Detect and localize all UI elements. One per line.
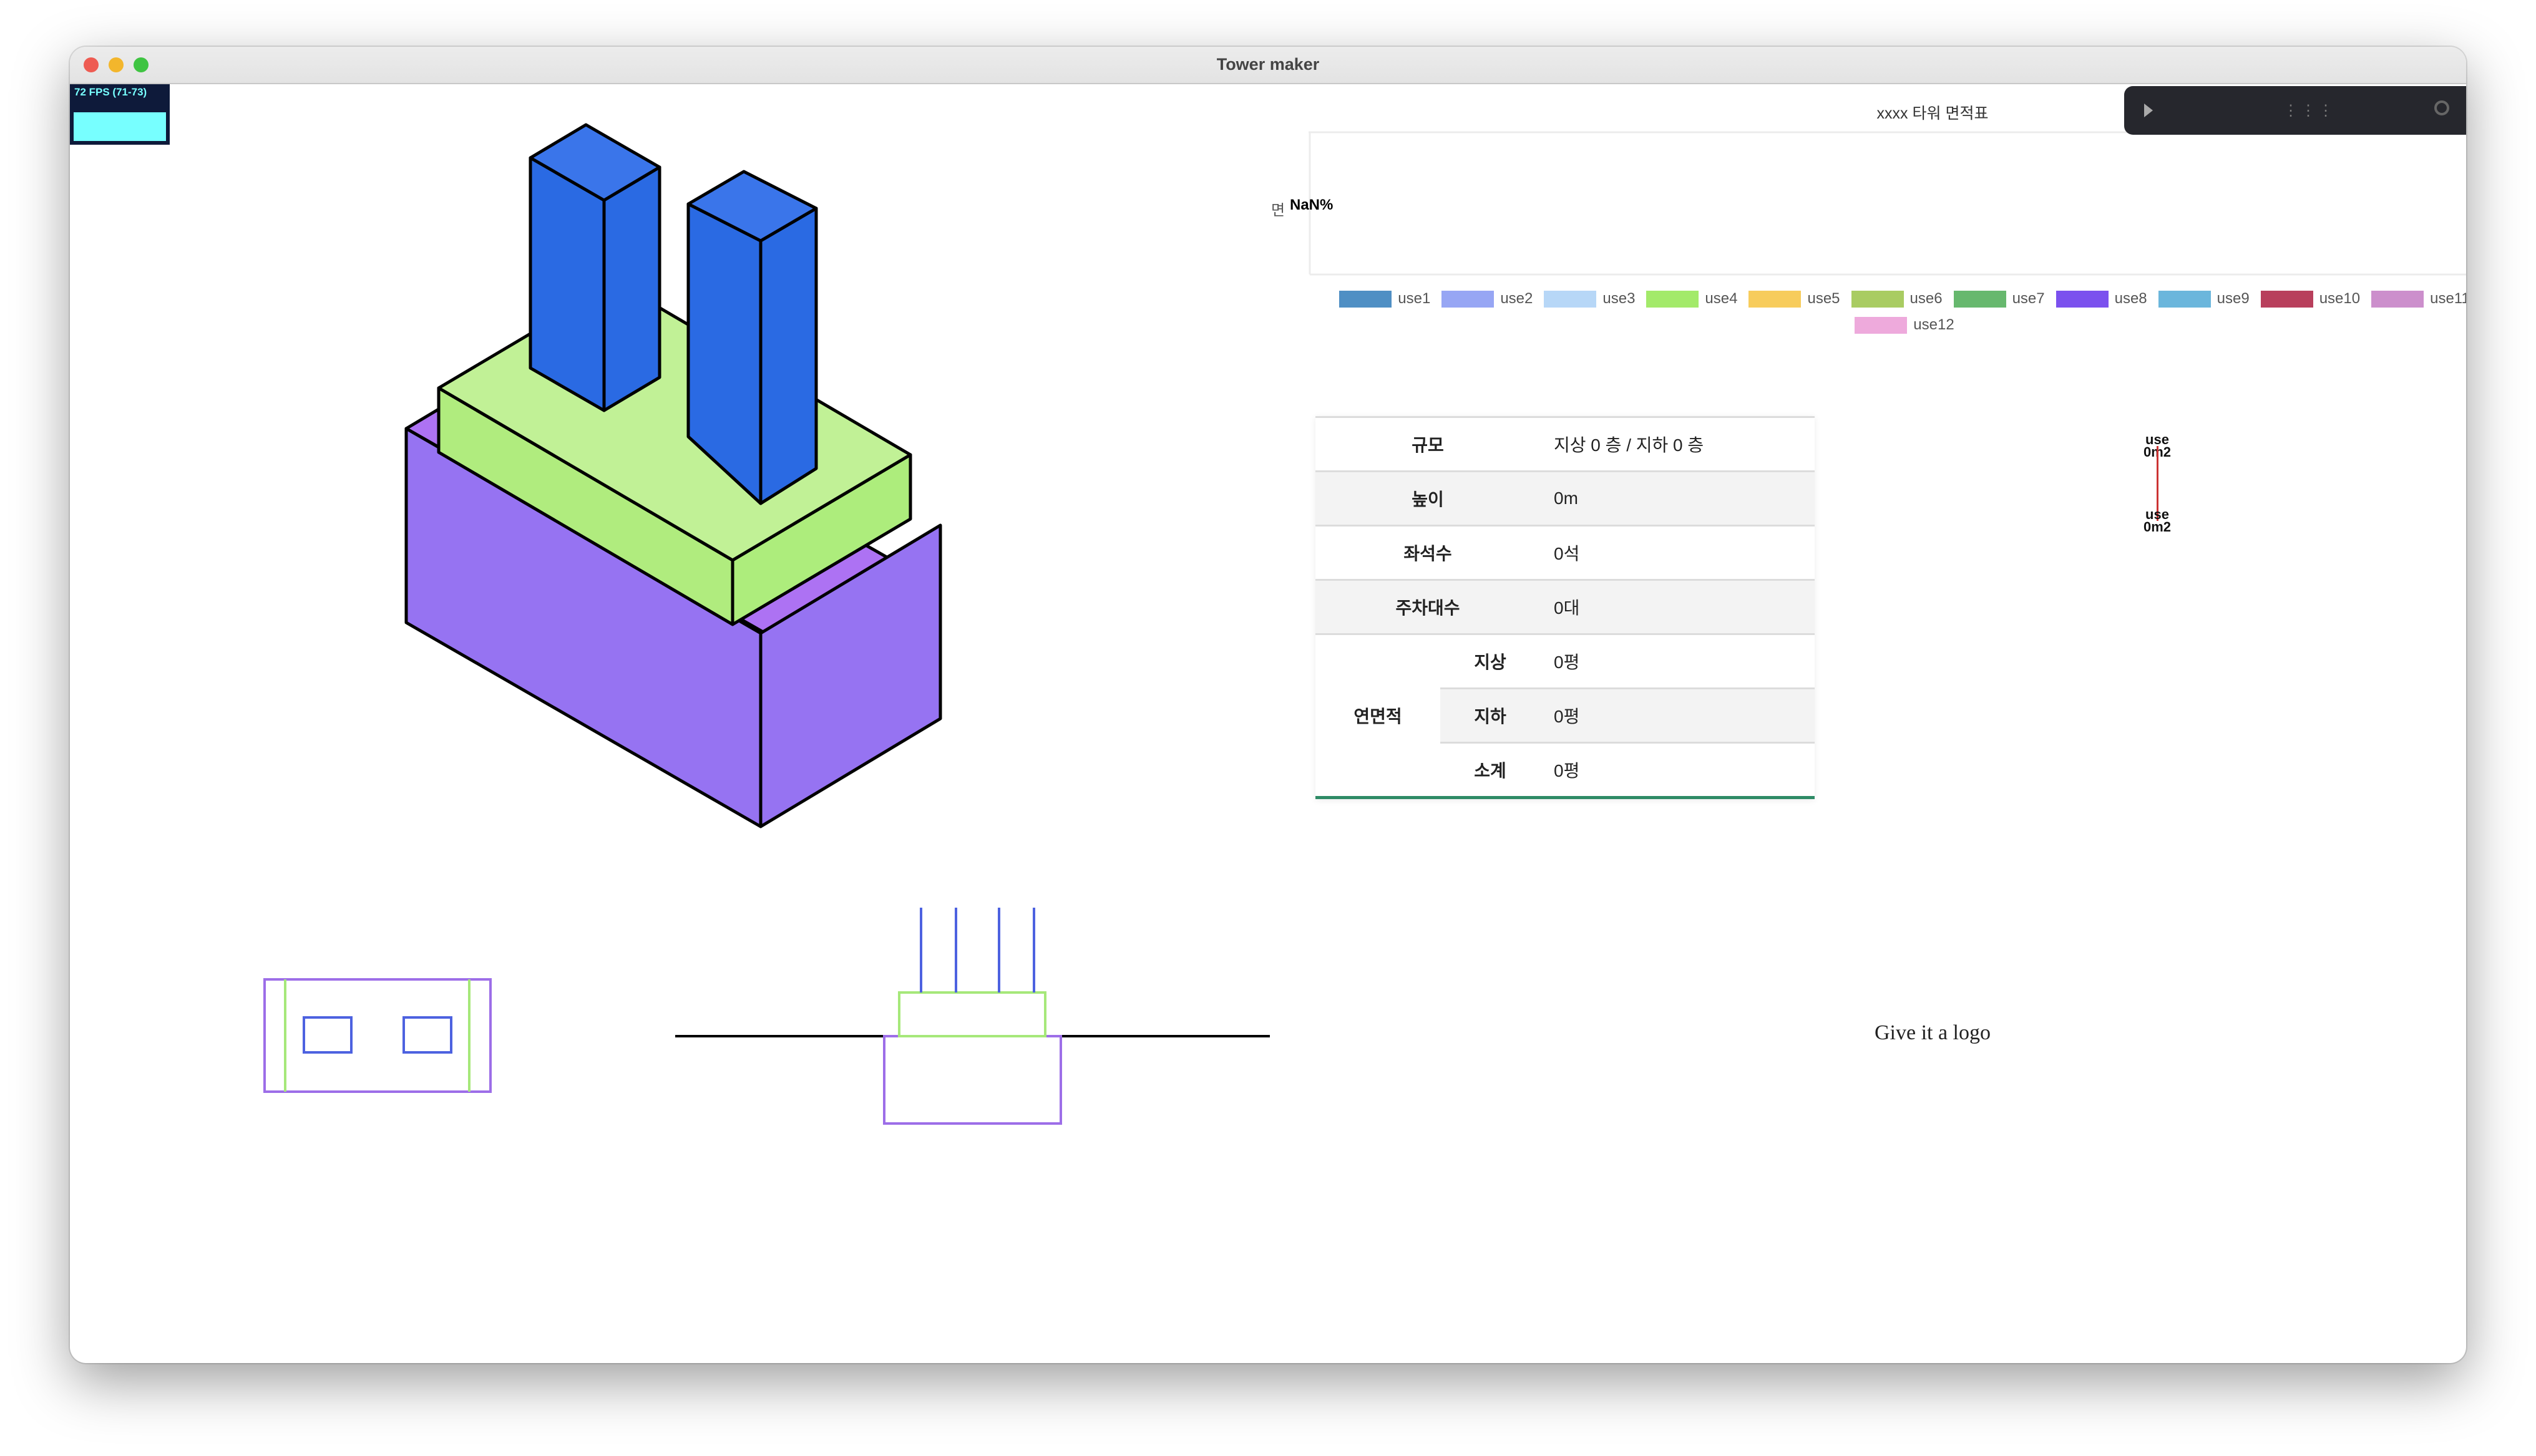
area-row-value: 0평 xyxy=(1540,687,1815,743)
legend-row: use1 use2 use3 use4 use5 use6 use7 use8 use9 use1… xyxy=(1296,290,2466,308)
area-row-value: 0평 xyxy=(1540,633,1815,689)
section-podium xyxy=(898,991,1046,1037)
area-row-value: 0평 xyxy=(1540,742,1815,798)
area-row-label: 지상 xyxy=(1440,633,1540,689)
plan-view xyxy=(263,978,492,1093)
tower-1 xyxy=(529,123,661,412)
mini-chart-bar xyxy=(2157,446,2158,521)
info-row-label: 좌석수 xyxy=(1315,525,1540,580)
legend-item[interactable]: use10 xyxy=(2260,290,2361,308)
legend-item[interactable]: use7 xyxy=(1953,290,2045,308)
info-row-value: 0m xyxy=(1540,470,1815,526)
plan-base-outline xyxy=(263,978,492,1093)
legend-label: use12 xyxy=(1913,316,1954,333)
legend-label: use5 xyxy=(1807,290,1840,307)
legend-swatch xyxy=(2158,290,2211,308)
legend-row: use12 xyxy=(1296,316,2466,334)
legend-label: use4 xyxy=(1705,290,1738,307)
tower-2 xyxy=(686,170,818,505)
legend-label: use6 xyxy=(1909,290,1943,307)
legend-label: use9 xyxy=(2217,290,2250,307)
legend-item[interactable]: use12 xyxy=(1855,316,1954,334)
legend-item[interactable]: use8 xyxy=(2056,290,2147,308)
legend-label: use11 xyxy=(2430,290,2466,307)
chart-axes xyxy=(1309,131,2466,276)
area-row-label: 소계 xyxy=(1440,742,1540,798)
legend-swatch xyxy=(1953,290,2006,308)
legend-label: use2 xyxy=(1500,290,1533,307)
tower-2-top-face xyxy=(686,170,818,243)
info-row-label: 규모 xyxy=(1315,416,1540,472)
info-row-value: 0대 xyxy=(1540,579,1815,634)
legend-swatch xyxy=(1544,290,1597,308)
play-icon[interactable] xyxy=(2144,104,2153,117)
tower-1-right-face xyxy=(602,165,661,412)
legend-label: use1 xyxy=(1398,290,1431,307)
mini-chart-bottom-label: use 0m2 xyxy=(2143,507,2172,535)
legend-item[interactable]: use4 xyxy=(1646,290,1737,308)
info-row-label: 주차대수 xyxy=(1315,579,1540,634)
legend-swatch xyxy=(2056,290,2109,308)
legend-swatch xyxy=(1339,290,1392,308)
title-bar: Tower maker xyxy=(70,47,2466,84)
legend-item[interactable]: use6 xyxy=(1851,290,1943,308)
plan-tower-2 xyxy=(402,1016,452,1054)
fps-monitor[interactable]: 72 FPS (71-73) xyxy=(70,84,170,145)
maximize-window-button[interactable] xyxy=(134,57,149,72)
legend-item[interactable]: use3 xyxy=(1544,290,1635,308)
legend-swatch xyxy=(1646,290,1699,308)
minimize-window-button[interactable] xyxy=(109,57,124,72)
chart-axis-label: 면 xyxy=(1271,202,1285,219)
drag-handle-icon[interactable]: ⋮⋮⋮ xyxy=(2283,102,2336,119)
info-row-value: 0석 xyxy=(1540,525,1815,580)
section-view xyxy=(675,908,1270,1125)
search-icon[interactable] xyxy=(2434,100,2449,115)
chart-title: xxxx 타워 면적표 xyxy=(1876,105,1989,122)
legend-item[interactable]: use5 xyxy=(1748,290,1840,308)
legend-item[interactable]: use2 xyxy=(1441,290,1533,308)
legend-item[interactable]: use9 xyxy=(2158,290,2250,308)
tower-2-right-face xyxy=(759,206,818,505)
info-row-label: 높이 xyxy=(1315,470,1540,526)
app-content: 72 FPS (71-73) xyxy=(70,84,2466,1363)
tower-1-top-face xyxy=(529,123,661,202)
tower-1-left-face xyxy=(529,156,606,412)
legend-swatch xyxy=(1855,316,1908,334)
legend-swatch xyxy=(1441,290,1495,308)
legend-swatch xyxy=(2260,290,2313,308)
fps-text: 72 FPS (71-73) xyxy=(74,86,147,98)
info-row-value: 지상 0 층 / 지하 0 층 xyxy=(1540,416,1815,472)
area-row-label: 지하 xyxy=(1440,687,1540,743)
legend-swatch xyxy=(1851,290,1904,308)
legend-label: use8 xyxy=(2114,290,2147,307)
legend-label: use7 xyxy=(2012,290,2045,307)
legend-swatch xyxy=(2371,290,2424,308)
legend-item[interactable]: use1 xyxy=(1339,290,1430,308)
chart-value-label: NaN% xyxy=(1290,197,1334,213)
area-group-label: 연면적 xyxy=(1315,633,1440,798)
close-window-button[interactable] xyxy=(84,57,99,72)
fps-graph xyxy=(74,112,166,141)
tower-3d-viewport[interactable] xyxy=(70,84,1287,920)
app-window: Tower maker 72 FPS (71-73) xyxy=(70,47,2466,1363)
dev-controls-panel[interactable]: ⋮⋮⋮ xyxy=(2124,86,2466,135)
window-title: Tower maker xyxy=(1216,55,1320,74)
logo-placeholder[interactable]: Give it a logo xyxy=(1874,1021,1991,1044)
section-basement xyxy=(883,1035,1062,1125)
chart-legend: use1 use2 use3 use4 use5 use6 use7 use8 use9 use1… xyxy=(1296,290,2466,342)
plan-tower-1 xyxy=(303,1016,353,1054)
legend-label: use10 xyxy=(2319,290,2361,307)
legend-label: use3 xyxy=(1602,290,1636,307)
base-right-face xyxy=(759,523,942,828)
legend-swatch xyxy=(1748,290,1802,308)
legend-item[interactable]: use11 xyxy=(2371,290,2466,308)
